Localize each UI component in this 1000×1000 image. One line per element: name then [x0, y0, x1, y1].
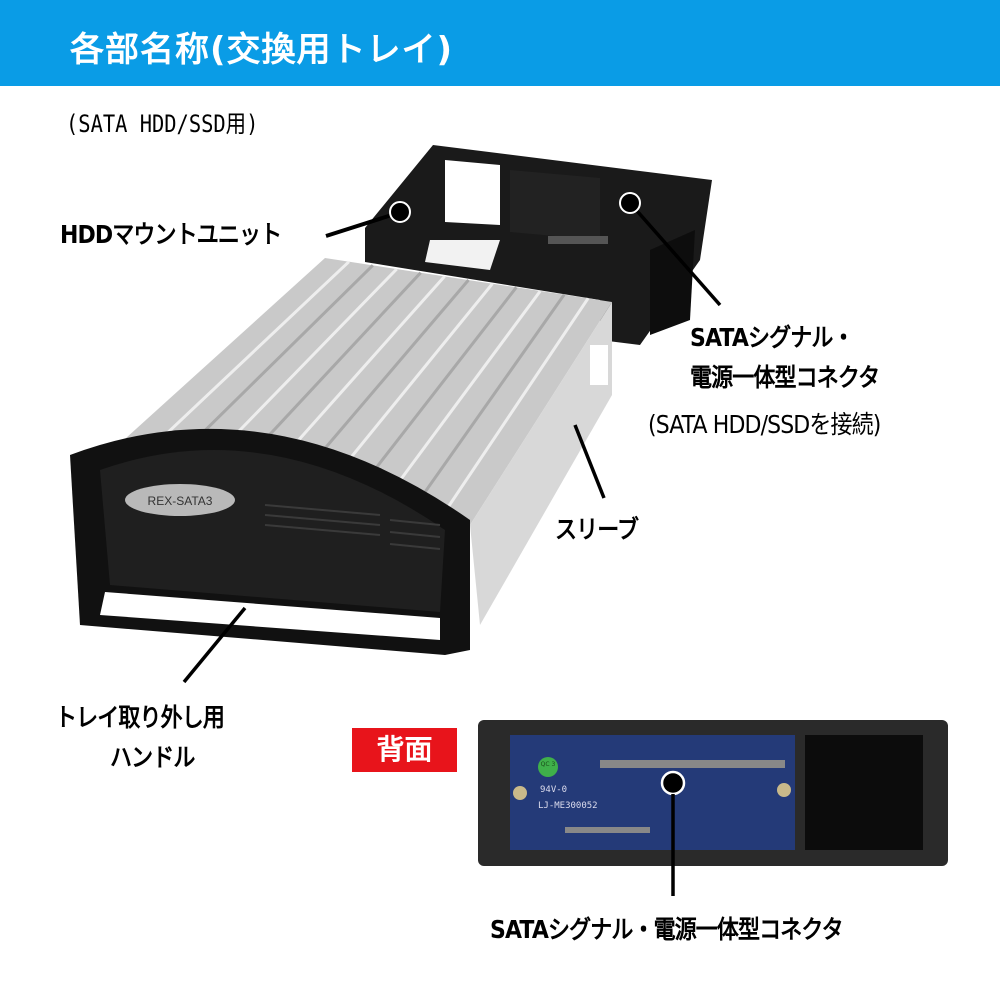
label-back-connector: SATAシグナル・電源一体型コネクタ [490, 915, 844, 944]
label-connector-line1: SATAシグナル・ [690, 323, 854, 352]
back-view: QC 3 94V-0 LJ-ME300052 [478, 720, 948, 896]
tray-front: REX-SATA3 [70, 428, 470, 655]
label-sleeve: スリーブ [555, 515, 639, 544]
leader-mount-unit [325, 201, 411, 238]
page-title: 各部名称(交換用トレイ) [70, 30, 454, 70]
leader-sleeve [573, 424, 606, 499]
leader-handle [182, 606, 247, 684]
back-badge: 背面 [352, 728, 457, 772]
label-connector-note: (SATA HDD/SSDを接続) [648, 410, 881, 439]
header-bar: 各部名称(交換用トレイ) [0, 0, 1000, 86]
label-handle-line1: トレイ取り外し用 [55, 703, 225, 732]
label-hdd-mount-unit: HDDマウントユニット [60, 220, 282, 249]
subtitle: (SATA HDD/SSD用) [66, 110, 259, 138]
label-handle-line2: ハンドル [110, 743, 195, 772]
sleeve-rib [173, 264, 374, 462]
pcb-part-number: LJ-ME300052 [538, 801, 598, 811]
sleeve-rib [409, 293, 566, 514]
product-logo: REX-SATA3 [148, 494, 213, 508]
label-connector-line2: 電源一体型コネクタ [690, 363, 880, 392]
sleeve-rib [380, 290, 542, 507]
pcb-qc-label: QC 3 [541, 761, 556, 768]
leader-connector [619, 192, 722, 307]
sleeve-rib [350, 286, 518, 501]
pcb-rating: 94V-0 [540, 785, 567, 795]
sleeve-rib [439, 297, 590, 520]
sleeve-rib [143, 260, 350, 456]
